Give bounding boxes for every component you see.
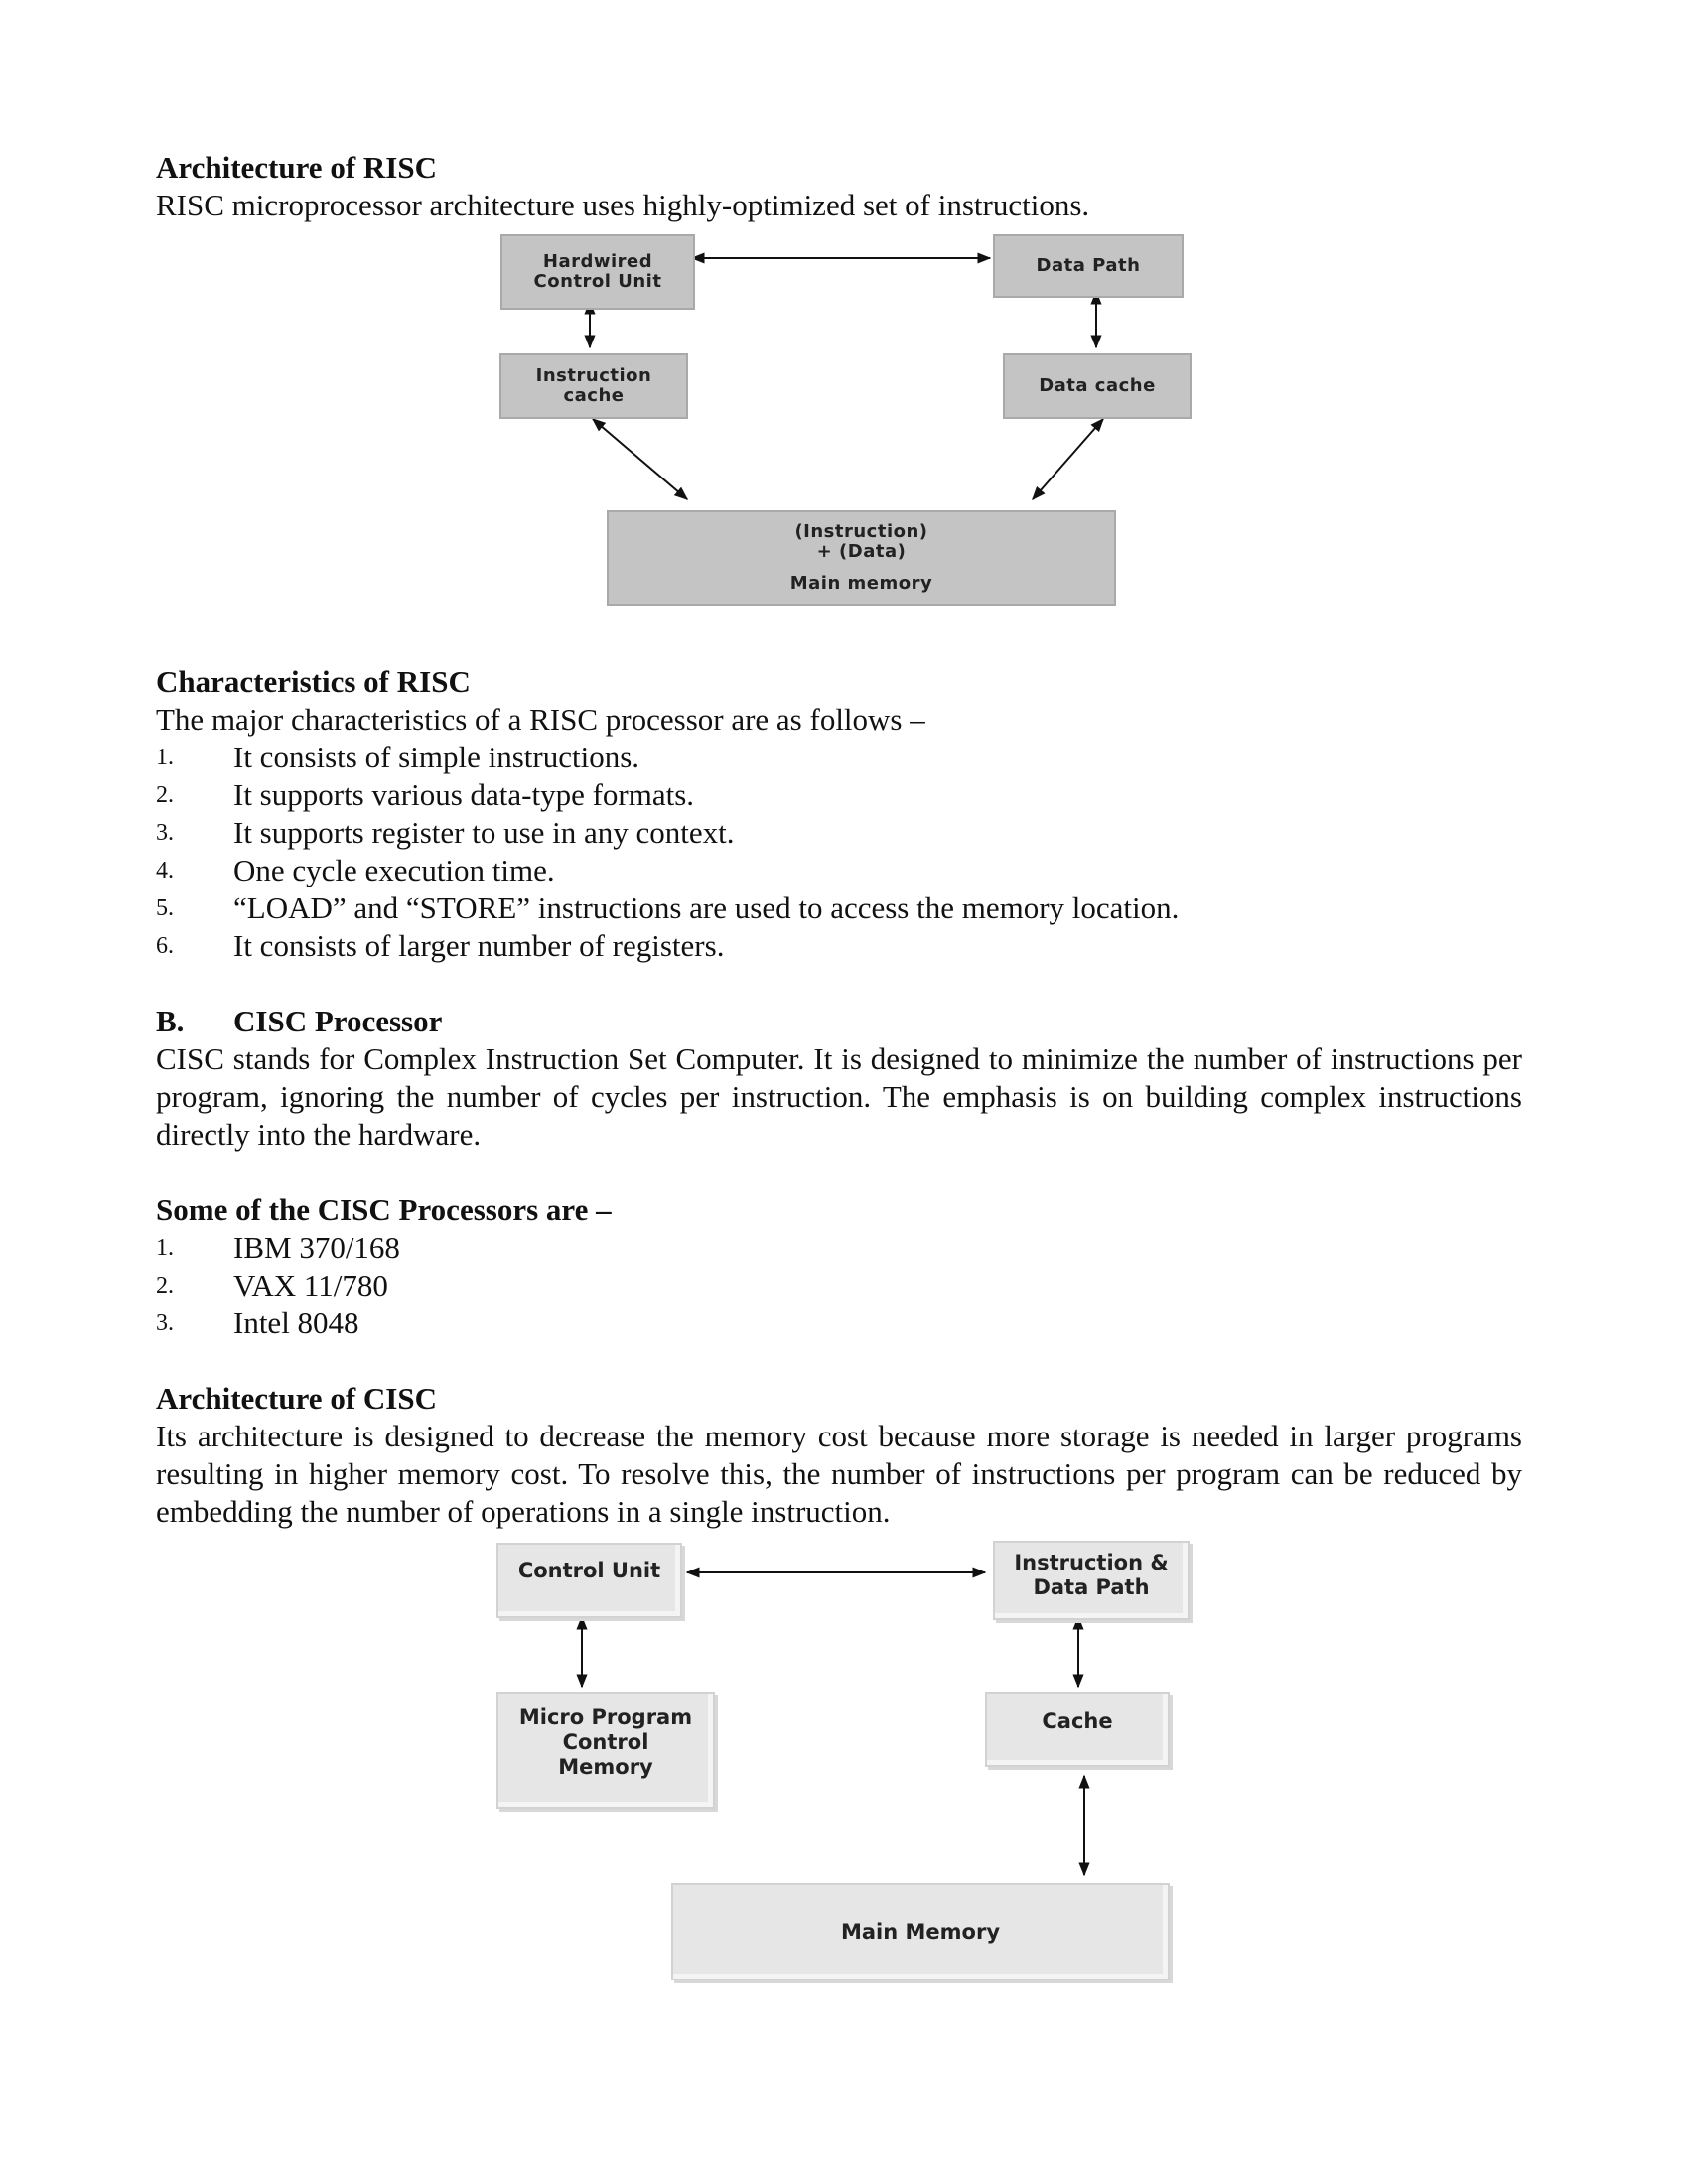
cache-box: Cache (985, 1692, 1170, 1767)
micro-program-control-memory-box: Micro Program Control Memory (496, 1692, 715, 1809)
list-item-text: One cycle execution time. (233, 853, 555, 887)
list-item-number: 4. (156, 858, 174, 884)
list-item: 6. It consists of larger number of regist… (156, 927, 1522, 965)
document-page: Architecture of RISC RISC microprocessor… (156, 149, 1522, 2027)
cisc-processors-heading: Some of the CISC Processors are – (156, 1192, 612, 1227)
hardwired-label-line1: Hardwired (542, 251, 653, 272)
list-item: 2. It supports various data-type formats. (156, 776, 1522, 814)
list-item-number: 2. (156, 1273, 174, 1298)
list-item-number: 3. (156, 820, 174, 846)
risc-characteristics-heading: Characteristics of RISC (156, 664, 471, 699)
list-item-number: 2. (156, 782, 174, 808)
list-item-text: It consists of simple instructions. (233, 740, 640, 774)
memory-label-line2: + (Data) (816, 541, 907, 562)
main-memory-label: Main Memory (840, 1919, 1001, 1944)
mpcm-label-line2: Control (562, 1730, 649, 1754)
main-memory-box: Main Memory (671, 1883, 1170, 1980)
list-item-text: It supports various data-type formats. (233, 777, 695, 812)
cisc-diagram-arrows (576, 1567, 1090, 1877)
instruction-data-path-box: Instruction & Data Path (993, 1541, 1190, 1620)
risc-architecture-intro: RISC microprocessor architecture uses hi… (156, 188, 1090, 222)
memory-label-line3: Main memory (789, 573, 933, 594)
hardwired-label-line2: Control Unit (533, 271, 662, 292)
list-item-number: 3. (156, 1310, 174, 1336)
risc-characteristics-list: 1. It consists of simple instructions. 2.… (156, 739, 1522, 965)
risc-characteristics-intro: The major characteristics of a RISC proc… (156, 702, 925, 737)
list-item: 2. VAX 11/780 (156, 1267, 1522, 1304)
icache-label-line2: cache (563, 385, 625, 406)
idp-label-line1: Instruction & (1014, 1551, 1169, 1574)
risc-architecture-diagram: Hardwired Control Unit Data Path Instruc… (156, 224, 1522, 663)
list-item: 1. It consists of simple instructions. (156, 739, 1522, 776)
list-item-number: 5. (156, 895, 174, 921)
list-item-text: Intel 8048 (233, 1305, 359, 1340)
instruction-cache-box: Instruction cache (499, 353, 688, 419)
list-item-text: It consists of larger number of register… (233, 928, 725, 963)
section-title: CISC Processor (233, 1004, 443, 1038)
list-item: 4. One cycle execution time. (156, 852, 1522, 889)
list-item-text: IBM 370/168 (233, 1230, 400, 1265)
section-number: B. (156, 1004, 185, 1038)
idp-label-line2: Data Path (1033, 1575, 1150, 1599)
arrow-icache-to-memory (591, 418, 689, 500)
list-item-number: 6. (156, 933, 174, 959)
data-path-label: Data Path (1036, 255, 1141, 276)
cisc-processors-list: 1. IBM 370/168 2. VAX 11/780 3. Intel 8048 (156, 1229, 1522, 1342)
main-memory-box: (Instruction) + (Data) Main memory (607, 510, 1116, 606)
cisc-architecture-body: Its architecture is designed to decrease… (156, 1419, 1522, 1529)
data-cache-box: Data cache (1003, 353, 1192, 419)
arrow-dcache-to-memory (1032, 417, 1104, 501)
mpcm-label-line3: Memory (558, 1755, 653, 1779)
list-item-text: “LOAD” and “STORE” instructions are used… (233, 890, 1180, 925)
list-item: 5. “LOAD” and “STORE” instructions are us… (156, 889, 1522, 927)
cache-label: Cache (1042, 1709, 1113, 1733)
data-path-box: Data Path (993, 234, 1184, 298)
control-unit-box: Control Unit (496, 1543, 682, 1618)
cisc-architecture-diagram: Control Unit Instruction & Data Path Mic… (156, 1531, 1522, 2027)
list-item-number: 1. (156, 745, 174, 770)
list-item: 3. Intel 8048 (156, 1304, 1522, 1342)
icache-label-line1: Instruction (535, 365, 652, 386)
memory-label-line1: (Instruction) (794, 521, 928, 542)
cisc-processor-body: CISC stands for Complex Instruction Set … (156, 1041, 1522, 1152)
list-item: 3. It supports register to use in any con… (156, 814, 1522, 852)
hardwired-control-unit-box: Hardwired Control Unit (500, 234, 695, 310)
mpcm-label-line1: Micro Program (518, 1706, 693, 1729)
cisc-processor-heading: B. CISC Processor (156, 1003, 1522, 1040)
risc-architecture-heading: Architecture of RISC (156, 150, 437, 185)
control-unit-label: Control Unit (517, 1559, 661, 1582)
list-item-text: VAX 11/780 (233, 1268, 388, 1302)
list-item: 1. IBM 370/168 (156, 1229, 1522, 1267)
list-item-number: 1. (156, 1235, 174, 1261)
cisc-architecture-heading: Architecture of CISC (156, 1381, 437, 1416)
list-item-text: It supports register to use in any conte… (233, 815, 735, 850)
data-cache-label: Data cache (1039, 375, 1156, 396)
